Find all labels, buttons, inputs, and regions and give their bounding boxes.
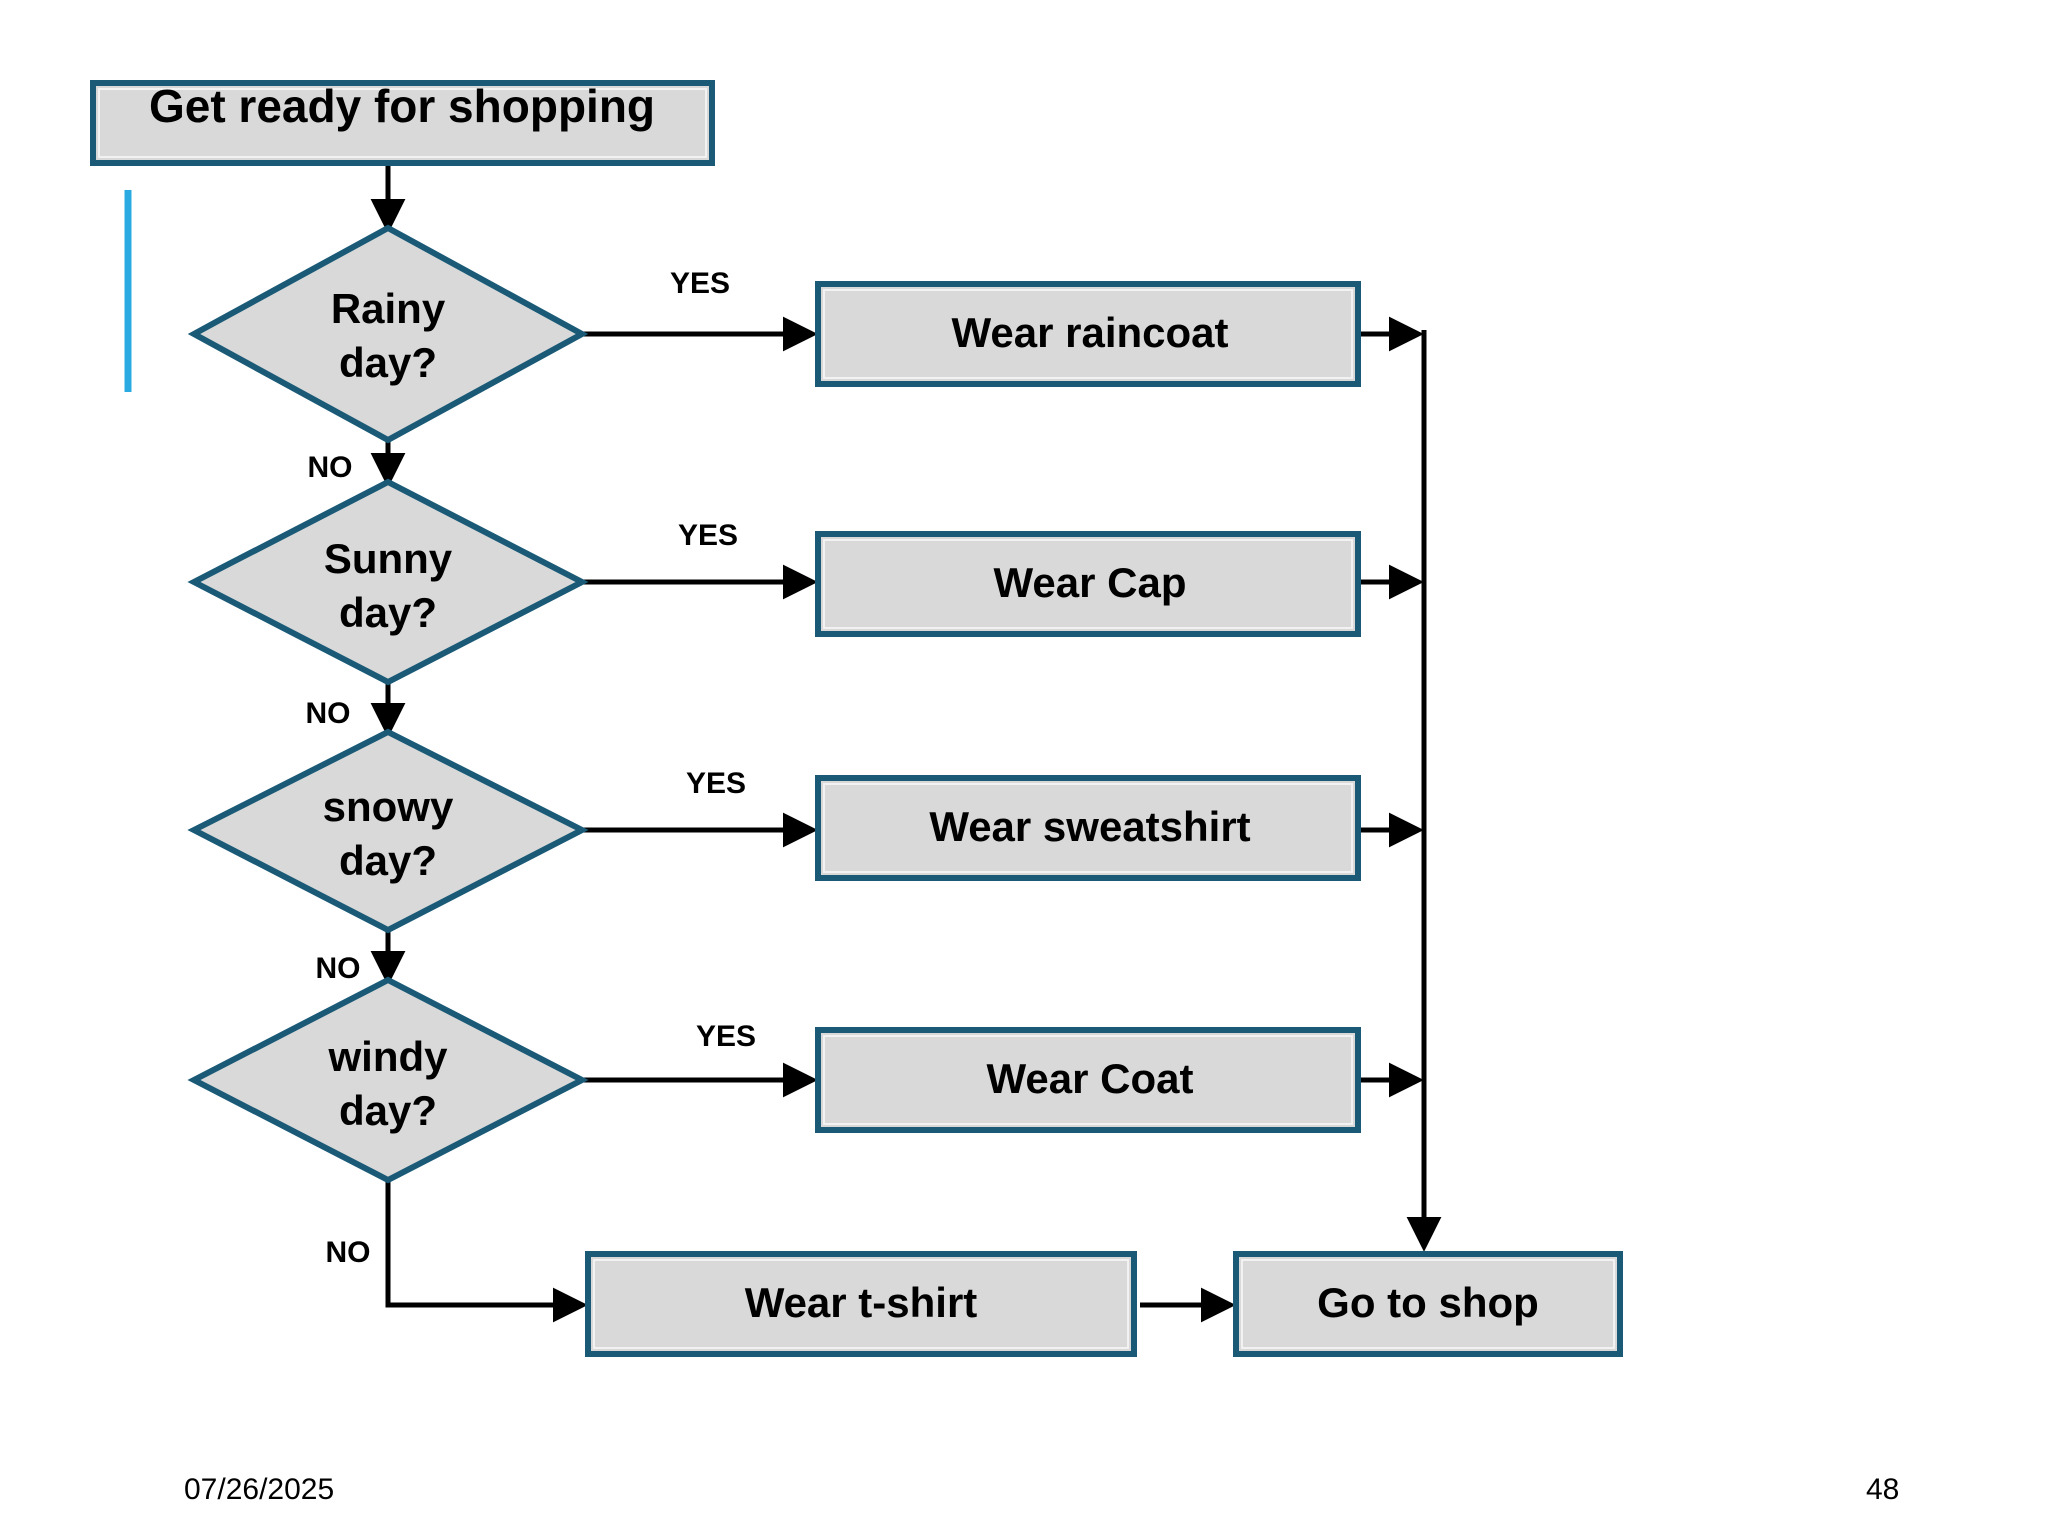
node-decision-snowy-label-line2: day? xyxy=(339,837,437,884)
node-action-coat[interactable] xyxy=(815,1027,1361,1133)
node-decision-windy[interactable] xyxy=(187,976,589,1184)
footer-page-number: 48 xyxy=(1866,1473,1900,1506)
node-decision-rainy-label-line1: Rainy xyxy=(331,285,446,332)
node-action-coat-label: Wear Coat xyxy=(987,1055,1194,1102)
node-end-label: Go to shop xyxy=(1317,1279,1539,1326)
node-action-cap[interactable] xyxy=(815,531,1361,637)
node-decision-sunny-label-line1: Sunny xyxy=(324,535,453,582)
edge-label-windy-no: NO xyxy=(326,1236,371,1269)
edge-label-sunny-no: NO xyxy=(306,697,351,730)
node-decision-windy-label-line1: windy xyxy=(327,1033,448,1080)
connector-windy-no xyxy=(385,1168,588,1323)
node-action-tshirt[interactable] xyxy=(585,1251,1137,1357)
node-action-raincoat-label: Wear raincoat xyxy=(952,309,1229,356)
footer-date: 07/26/2025 xyxy=(184,1473,335,1506)
edge-label-snowy-yes: YES xyxy=(686,767,746,800)
edge-label-rainy-no: NO xyxy=(308,451,353,484)
node-decision-snowy[interactable] xyxy=(187,728,589,934)
node-decision-rainy-label-line2: day? xyxy=(339,339,437,386)
edge-label-snowy-no: NO xyxy=(316,952,361,985)
edge-label-sunny-yes: YES xyxy=(678,519,738,552)
node-decision-windy-label-line2: day? xyxy=(339,1087,437,1134)
edge-label-windy-yes: YES xyxy=(696,1020,756,1053)
node-decision-snowy-label-line1: snowy xyxy=(323,783,454,830)
node-action-sweatshirt[interactable] xyxy=(815,775,1361,881)
node-end[interactable] xyxy=(1233,1251,1623,1357)
node-decision-rainy[interactable] xyxy=(187,224,589,444)
node-action-sweatshirt-label: Wear sweatshirt xyxy=(929,803,1250,850)
node-action-tshirt-label: Wear t-shirt xyxy=(745,1279,978,1326)
node-start[interactable] xyxy=(90,80,715,166)
edge-label-rainy-yes: YES xyxy=(670,267,730,300)
node-start-label: Get ready for shopping xyxy=(149,80,655,132)
node-decision-sunny[interactable] xyxy=(187,478,589,686)
node-decision-sunny-label-line2: day? xyxy=(339,589,437,636)
node-action-raincoat[interactable] xyxy=(815,281,1361,387)
node-action-cap-label: Wear Cap xyxy=(994,559,1187,606)
